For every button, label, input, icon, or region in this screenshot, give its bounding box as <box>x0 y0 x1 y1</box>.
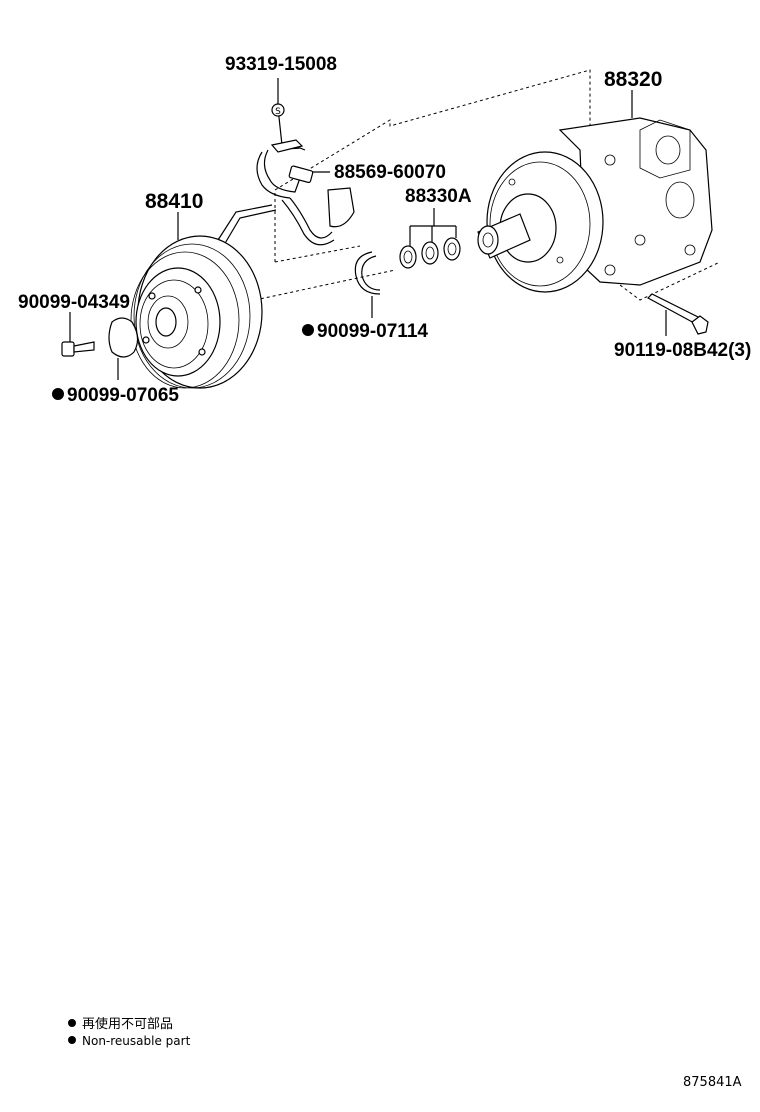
wire-harness <box>217 107 355 246</box>
legend-dot-icon <box>68 1036 76 1044</box>
snap-ring <box>354 251 381 295</box>
s-mark: S <box>275 107 281 117</box>
non-reusable-dot-icon <box>302 324 314 336</box>
label-88410: 88410 <box>145 190 203 213</box>
leader-lines <box>69 78 667 380</box>
diagram-code: 875841A <box>683 1075 742 1090</box>
small-bolt <box>61 341 95 357</box>
shim-washers <box>399 237 461 269</box>
gasket <box>108 317 139 358</box>
label-88330a: 88330A <box>405 186 472 207</box>
clutch-assembly <box>130 235 263 389</box>
label-93319-15008: 93319-15008 <box>225 54 337 75</box>
legend-english: Non-reusable part <box>82 1034 191 1048</box>
compressor <box>477 117 713 293</box>
label-90119-08b42: 90119-08B42(3) <box>614 340 751 361</box>
label-88569-60070: 88569-60070 <box>334 162 446 183</box>
legend-japanese: 再使用不可部品 <box>82 1016 173 1032</box>
dashed-boundary <box>254 69 721 301</box>
wire-clip: S <box>270 103 304 153</box>
legend-dot-icon <box>68 1019 76 1027</box>
non-reusable-dot-icon <box>52 388 64 400</box>
label-90099-04349: 90099-04349 <box>18 292 130 313</box>
long-bolt <box>647 293 709 335</box>
legend: 再使用不可部品 Non-reusable part <box>68 1016 191 1048</box>
label-88320: 88320 <box>604 68 662 91</box>
label-90099-07065: 90099-07065 <box>67 385 179 406</box>
label-90099-07114: 90099-07114 <box>317 321 428 342</box>
